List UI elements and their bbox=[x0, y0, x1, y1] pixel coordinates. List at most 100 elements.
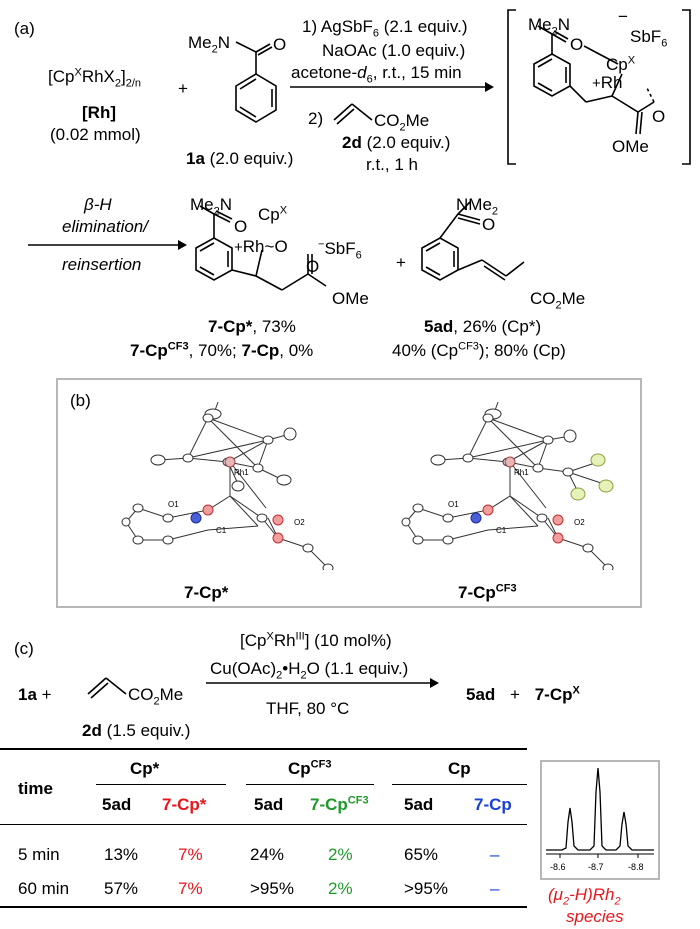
table-cell: 65% bbox=[404, 845, 439, 864]
compound-2d-c-label: 2d (1.5 equiv.) bbox=[82, 721, 191, 740]
intermediate-structure bbox=[507, 9, 691, 165]
compound-1a-label: 1a (2.0 equiv.) bbox=[186, 149, 294, 168]
product5-co2me: CO2Me bbox=[530, 289, 586, 312]
intermediate-cp: CpX bbox=[606, 54, 636, 74]
compound-1a-structure bbox=[235, 41, 277, 123]
table-bottom-rule bbox=[0, 906, 527, 908]
table-row-time: 60 min bbox=[18, 879, 70, 898]
table-subheader: 7-Cp bbox=[474, 795, 512, 814]
nmr-caption-line2: species bbox=[566, 907, 624, 926]
table-cell: – bbox=[490, 845, 500, 864]
product7-rh: +Rh~O bbox=[234, 237, 288, 256]
product7-nme2: Me2N bbox=[190, 195, 233, 218]
ortep-left-c1: C1 bbox=[216, 526, 227, 535]
panel-b-label: (b) bbox=[70, 391, 91, 410]
nmr-inset: -8.6 -8.7 -8.8 bbox=[540, 760, 660, 880]
step1-line3: acetone-d6, r.t., 15 min bbox=[291, 63, 462, 86]
rh-amount: (0.02 mmol) bbox=[50, 125, 141, 144]
ortep-right bbox=[401, 401, 614, 570]
intermediate-counterion: SbF6 bbox=[630, 27, 668, 50]
nmr-tick: -8.8 bbox=[628, 862, 644, 872]
nmr-tick: -8.7 bbox=[588, 862, 604, 872]
table-top-rule bbox=[0, 748, 527, 750]
product7-o: O bbox=[234, 217, 248, 236]
table-group-cpstar: Cp* bbox=[130, 759, 160, 778]
acrylate-co2me-label: CO2Me bbox=[374, 111, 430, 134]
oxidant-label: Cu(OAc)2•H2O (1.1 equiv.) bbox=[210, 659, 409, 682]
catalyst-label: [CpXRhIII] (10 mol%) bbox=[240, 630, 392, 650]
table-group-cpcf3: CpCF3 bbox=[288, 758, 332, 778]
product-7-structure bbox=[195, 205, 327, 291]
intermediate-ester-o: O bbox=[652, 107, 666, 126]
reaction-arrow-1 bbox=[290, 82, 494, 92]
table-cell: 24% bbox=[250, 845, 285, 864]
ortep-left bbox=[121, 401, 334, 570]
yield-5ad-line2: 40% (CpCF3); 80% (Cp) bbox=[392, 340, 566, 360]
table-subheader: 7-Cp* bbox=[162, 795, 207, 814]
amide-o-label: O bbox=[273, 35, 287, 54]
panel-c-label: (c) bbox=[14, 639, 34, 658]
table-cell: – bbox=[490, 879, 500, 898]
intermediate-minus: − bbox=[618, 7, 628, 26]
intermediate-o: O bbox=[570, 35, 584, 54]
step1-line1: 1) AgSbF6 (2.1 equiv.) bbox=[302, 17, 468, 40]
product5-o: O bbox=[482, 215, 496, 234]
product7-cp: CpX bbox=[258, 204, 288, 224]
table-cell: 2% bbox=[328, 879, 353, 898]
ortep-left-o2: O2 bbox=[294, 518, 305, 527]
plus-sign: + bbox=[178, 79, 188, 98]
step2-time: r.t., 1 h bbox=[366, 155, 418, 174]
table-group-rule-2 bbox=[246, 784, 374, 785]
step2-label: 2) bbox=[308, 109, 324, 128]
conditions-label: THF, 80 °C bbox=[266, 699, 350, 718]
table-time-header: time bbox=[18, 779, 53, 798]
table-cell: 7% bbox=[178, 879, 203, 898]
table-group-rule-3 bbox=[392, 784, 527, 785]
rh-precursor-formula: [CpXRhX2]2/n bbox=[48, 66, 142, 90]
product7-ome: OMe bbox=[332, 289, 369, 308]
table-group-cp: Cp bbox=[448, 759, 471, 778]
table-cell: 2% bbox=[328, 845, 353, 864]
compound-2d-label: 2d (2.0 equiv.) bbox=[342, 133, 451, 152]
arrow2-label-elimination: elimination/ bbox=[62, 217, 148, 236]
intermediate-rh: +Rh bbox=[592, 73, 623, 92]
table-cell: >95% bbox=[250, 879, 294, 898]
rh-tag: [Rh] bbox=[82, 103, 116, 122]
step1-line2: NaOAc (1.0 equiv.) bbox=[322, 41, 466, 60]
nmr-tick: -8.6 bbox=[550, 862, 566, 872]
product-5ad-structure bbox=[421, 201, 525, 281]
product7-ester-o: O bbox=[306, 257, 320, 276]
panel-a-label: (a) bbox=[14, 19, 35, 38]
table-subheader: 5ad bbox=[102, 795, 132, 814]
product5-nme2: NMe2 bbox=[456, 195, 499, 218]
table-row-time: 5 min bbox=[18, 845, 60, 864]
panel-b-frame: (b) bbox=[56, 378, 642, 608]
reaction-c-reactants: 1a + bbox=[18, 685, 52, 704]
arrow2-label-beta-h: β-H bbox=[84, 195, 112, 214]
reaction-arrow-c bbox=[206, 678, 439, 688]
ortep-left-o1: O1 bbox=[168, 500, 179, 509]
acrylate-c-co2me: CO2Me bbox=[128, 685, 184, 708]
plus-sign-products: + bbox=[396, 253, 406, 272]
arrow2-label-reinsertion: reinsertion bbox=[62, 255, 142, 274]
ortep-left-caption: 7-Cp* bbox=[184, 583, 229, 602]
products-c: 5ad + 7-CpX bbox=[466, 684, 580, 704]
table-cell: 57% bbox=[104, 879, 139, 898]
amide-nme2-label: Me2N bbox=[188, 33, 231, 56]
yield-5ad-line1: 5ad, 26% (Cp*) bbox=[424, 317, 542, 336]
reaction-arrow-2 bbox=[28, 240, 187, 250]
ortep-right-o1: O1 bbox=[448, 500, 459, 509]
nmr-caption-line1: (μ2-H)Rh2 bbox=[548, 885, 621, 908]
table-cell: 13% bbox=[104, 845, 139, 864]
table-subheader: 7-CpCF3 bbox=[310, 794, 369, 814]
ortep-right-rh1: Rh1 bbox=[514, 468, 529, 477]
ortep-right-o2: O2 bbox=[574, 518, 585, 527]
ortep-right-c1: C1 bbox=[496, 526, 507, 535]
ortep-left-rh1: Rh1 bbox=[234, 468, 249, 477]
acrylate-c-structure bbox=[87, 677, 127, 699]
yield-7cpstar: 7-Cp*, 73% bbox=[208, 317, 296, 336]
table-subheader: 5ad bbox=[404, 795, 434, 814]
intermediate-ome: OMe bbox=[612, 137, 649, 156]
table-group-rule-1 bbox=[96, 784, 226, 785]
ortep-right-caption: 7-CpCF3 bbox=[458, 582, 517, 602]
